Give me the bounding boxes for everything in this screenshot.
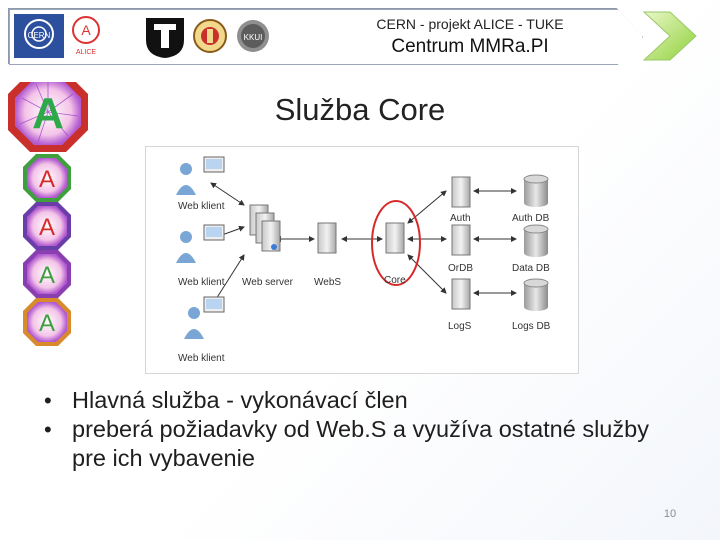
architecture-diagram: Web klient Web klient Web klient Web ser… bbox=[145, 146, 579, 374]
header-banner bbox=[9, 9, 643, 65]
core-label: Core bbox=[384, 275, 406, 286]
auth-db-icon bbox=[523, 174, 549, 207]
auth-server-icon bbox=[451, 176, 471, 208]
bullet-text: Hlavná služba - vykonávací člen bbox=[72, 387, 408, 413]
alice-octagon-large: A bbox=[8, 82, 88, 152]
core-highlight-ring bbox=[371, 200, 421, 286]
web-client-3-icon bbox=[184, 296, 225, 339]
tuke-logo bbox=[146, 18, 184, 58]
svg-text:A: A bbox=[32, 89, 64, 138]
alice-octagon-small-2: A bbox=[23, 202, 71, 250]
auth-label: Auth bbox=[450, 213, 471, 224]
web-client-2-label: Web klient bbox=[178, 277, 225, 288]
svg-text:A: A bbox=[39, 262, 55, 289]
ordb-label: OrDB bbox=[448, 263, 473, 274]
faculty-seal-logo bbox=[193, 19, 227, 53]
logs-db-icon bbox=[523, 278, 549, 311]
bullet-dot-icon: • bbox=[44, 417, 52, 442]
auth-db-label: Auth DB bbox=[512, 213, 550, 224]
web-client-1-label: Web klient bbox=[178, 201, 225, 212]
webs-server-icon bbox=[317, 222, 337, 254]
web-client-1-icon bbox=[176, 156, 225, 195]
alice-octagon-small-1: A bbox=[23, 154, 71, 202]
bullet-dot-icon: • bbox=[44, 388, 52, 413]
webs-label: WebS bbox=[314, 277, 341, 288]
svg-text:A: A bbox=[39, 310, 55, 337]
data-db-label: Data DB bbox=[512, 263, 550, 274]
page-number: 10 bbox=[663, 508, 677, 520]
next-arrow-icon[interactable] bbox=[640, 8, 700, 64]
web-client-2-icon bbox=[176, 224, 225, 263]
header-project-title: CERN - projekt ALICE - TUKE bbox=[376, 16, 564, 32]
svg-text:A: A bbox=[39, 166, 55, 193]
alice-logo-column: A A A A A bbox=[8, 82, 88, 346]
bullet-list: • Hlavná služba - vykonávací člen • preb… bbox=[40, 386, 660, 473]
logs-server-icon bbox=[451, 278, 471, 310]
slide-title: Služba Core bbox=[274, 92, 446, 127]
alice-octagon-small-4: A bbox=[23, 298, 71, 346]
logs-label: LogS bbox=[448, 321, 472, 332]
web-client-3-label: Web klient bbox=[178, 353, 225, 364]
logs-db-label: Logs DB bbox=[512, 321, 551, 332]
alice-octagon-small-3: A bbox=[23, 250, 71, 298]
ordb-server-icon bbox=[451, 224, 471, 256]
data-db-icon bbox=[523, 224, 549, 257]
kkui-logo: KKUI bbox=[237, 20, 269, 52]
bullet-item: • Hlavná služba - vykonávací člen bbox=[40, 386, 660, 415]
header-center-title: Centrum MMRa.PI bbox=[391, 36, 549, 57]
svg-text:A: A bbox=[81, 22, 91, 38]
core-server-icon bbox=[385, 222, 405, 254]
kkui-logo-text: KKUI bbox=[244, 33, 263, 42]
bullet-text: preberá požiadavky od Web.S a využíva os… bbox=[72, 416, 649, 471]
web-server-icon bbox=[249, 204, 281, 252]
bullet-item: • preberá požiadavky od Web.S a využíva … bbox=[40, 415, 660, 473]
alice-logo-text: ALICE bbox=[76, 49, 97, 56]
alice-logo: A ALICE bbox=[72, 16, 100, 56]
web-server-label: Web server bbox=[242, 277, 294, 288]
svg-text:A: A bbox=[39, 214, 55, 241]
cern-logo: CERN bbox=[14, 14, 64, 58]
cern-logo-text: CERN bbox=[28, 31, 51, 40]
